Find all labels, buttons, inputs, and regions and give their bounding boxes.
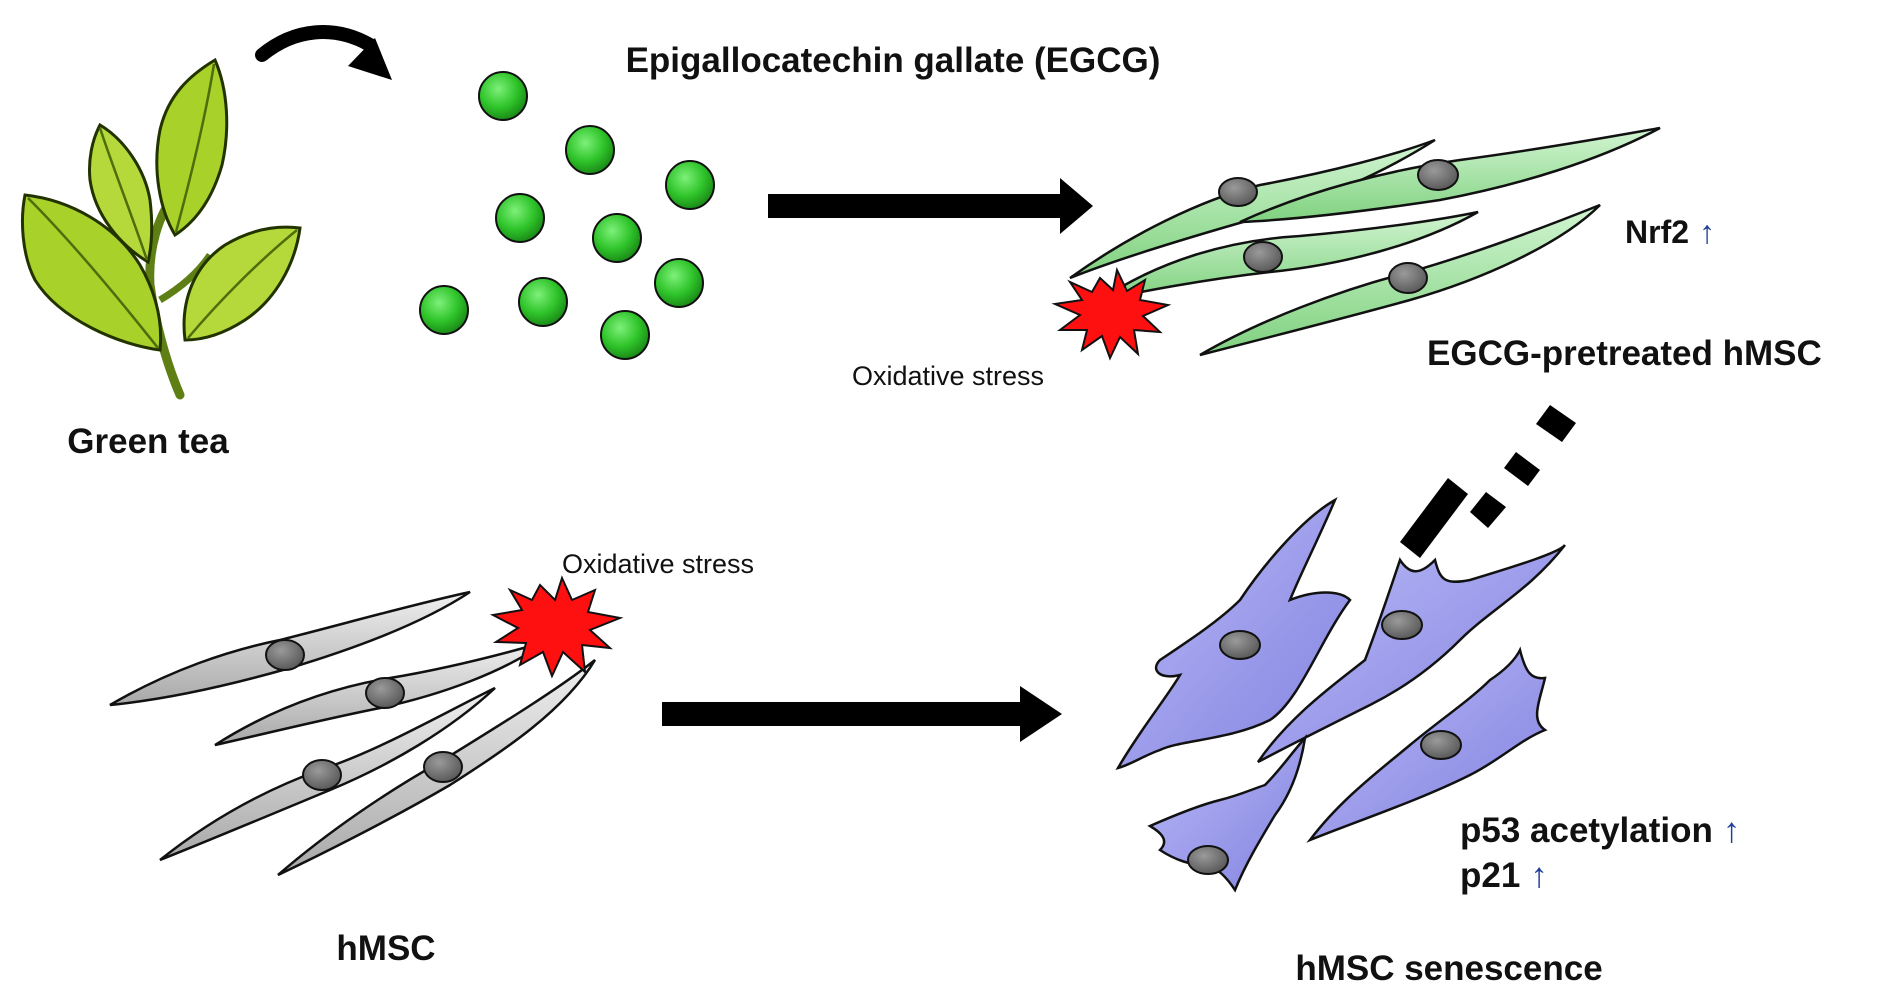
hmsc-label: hMSC bbox=[336, 929, 435, 968]
oxidative-stress-burst-icon bbox=[489, 575, 624, 679]
treatment-arrow bbox=[768, 178, 1093, 234]
oxidative-stress-label-top: Oxidative stress bbox=[852, 361, 1044, 391]
stress-arrow bbox=[662, 686, 1062, 742]
green-tea-label: Green tea bbox=[67, 422, 229, 461]
oxidative-stress-burst-icon bbox=[1051, 266, 1172, 361]
inhibition-bar-icon bbox=[1400, 405, 1576, 558]
hmsc-senescence-label: hMSC senescence bbox=[1295, 949, 1602, 988]
egcg-pretreated-label: EGCG-pretreated hMSC bbox=[1427, 334, 1822, 373]
oxidative-stress-label-bottom: Oxidative stress bbox=[562, 549, 754, 579]
green-tea-leaf-icon bbox=[20, 57, 302, 400]
senescent-cells bbox=[1115, 497, 1567, 893]
egcg-label: Epigallocatechin gallate (EGCG) bbox=[626, 41, 1161, 80]
hmsc-cells bbox=[109, 590, 597, 877]
nrf2-label: Nrf2↑ bbox=[1625, 214, 1715, 250]
p21-label: p21↑ bbox=[1460, 856, 1548, 895]
curved-arrow-icon bbox=[255, 25, 392, 80]
egcg-molecule-icon bbox=[419, 71, 715, 360]
p53-label: p53 acetylation↑ bbox=[1460, 811, 1740, 850]
egcg-pretreated-cells bbox=[1069, 126, 1661, 357]
